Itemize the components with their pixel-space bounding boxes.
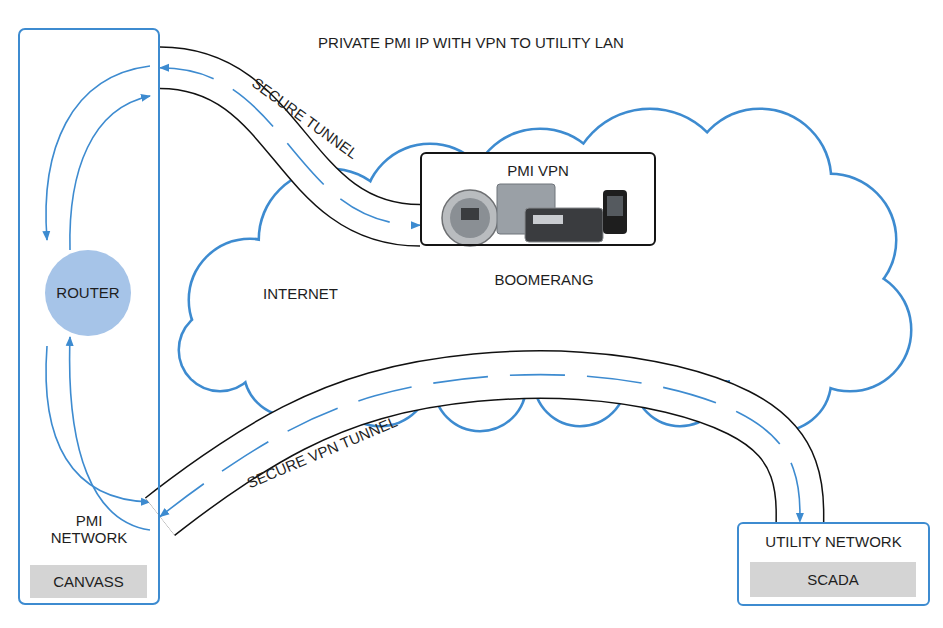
server-box: CANVASS: [30, 565, 147, 598]
flow-arrow: [70, 96, 150, 250]
cloud-fill: [245, 325, 335, 415]
meter-display: [461, 208, 479, 220]
diagram-title: PRIVATE PMI IP WITH VPN TO UTILITY LAN: [318, 34, 624, 51]
network-box: PMI NETWORK ROUTER CANVASS: [18, 28, 160, 605]
node-label: UTILITY NETWORK: [765, 533, 901, 550]
router-circle: ROUTER: [45, 250, 131, 336]
flow-arrow: [46, 346, 150, 502]
cloud-lobe: [330, 325, 430, 425]
flow-arrow: [70, 337, 150, 530]
network-box: UTILITY NETWORK SCADA: [737, 522, 930, 606]
box-backing: [421, 153, 655, 245]
cloud-fill: [330, 325, 430, 425]
cloud-fill: [535, 335, 625, 425]
node-label: ROUTER: [56, 284, 119, 301]
node-label: PMI NETWORK: [44, 512, 134, 547]
meter-body: [442, 190, 498, 246]
cloud-lobe: [435, 340, 525, 430]
server-box: SCADA: [750, 562, 916, 597]
cloud-fill: [635, 335, 725, 425]
flow-arrow: [46, 66, 150, 240]
vpn-box: PMI VPN: [420, 152, 656, 246]
node-label: INTERNET: [263, 285, 338, 302]
cloud-lobe: [730, 330, 830, 430]
cloud-fill: [180, 310, 260, 390]
device-label: BOOMERANG: [494, 271, 593, 288]
device-illustration: [442, 184, 627, 246]
black-device: [525, 208, 603, 242]
node-label: SCADA: [807, 571, 859, 588]
cloud-lobe: [180, 310, 260, 390]
cloud-lobe: [245, 325, 335, 415]
cloud-fill: [435, 340, 525, 430]
node-label: CANVASS: [53, 573, 124, 590]
router-arrows: [46, 66, 150, 530]
cloud-fill: [365, 145, 495, 275]
cloud-lobe: [635, 335, 725, 425]
node-label: PMI VPN: [507, 162, 569, 179]
meter-face: [450, 198, 490, 238]
cloud-fill: [730, 330, 830, 430]
device-plate: [533, 215, 563, 224]
cloud-lobe: [365, 145, 495, 275]
handheld-screen: [607, 196, 623, 216]
cloud-lobe: [535, 335, 625, 425]
handheld-device: [603, 190, 627, 234]
